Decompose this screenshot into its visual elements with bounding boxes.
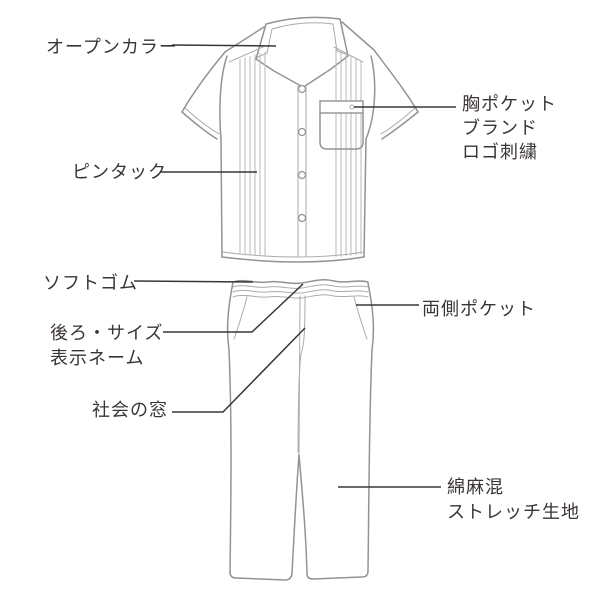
label-back-size-name: 後ろ・サイズ 表示ネーム [50,323,164,368]
label-fabric: 綿麻混 ストレッチ生地 [447,477,580,522]
pants-waistband [232,279,369,299]
shirt-button [297,213,307,223]
label-pintuck: ピンタック [72,162,167,182]
shirt-placket [297,84,307,257]
shirt-collar [255,16,349,87]
shirt-body [220,138,367,263]
shirt-button [297,170,307,180]
pants-pocket-left [233,296,248,340]
shirt-pintucks-right [335,48,362,257]
shirt-illustration [181,16,419,263]
shirt-left-sleeve [181,51,228,140]
shirt-pintucks-left [239,51,266,257]
shirt-button [297,84,307,94]
label-soft-elastic: ソフトゴム [43,273,138,293]
pants-illustration [226,279,375,581]
pointer-fly [172,327,306,413]
pants-body [226,281,375,581]
label-side-pockets: 両側ポケット [422,299,536,319]
shirt-right-sleeve [365,49,419,140]
pointer-open-collar [171,44,277,47]
shirt-yoke [224,21,375,63]
label-open-collar: オープンカラー [46,37,178,57]
pants-fly [297,295,306,456]
shirt-chest-pocket [319,100,364,150]
pointer-back-size-name [163,283,304,333]
label-chest-pocket: 胸ポケット ブランド ロゴ刺繍 [462,94,557,162]
shirt-button [297,127,307,137]
pointer-soft-elastic [133,280,254,283]
label-fly: 社会の窓 [92,400,168,420]
pointer-lines [133,44,456,488]
pants-pocket-right [353,296,368,340]
